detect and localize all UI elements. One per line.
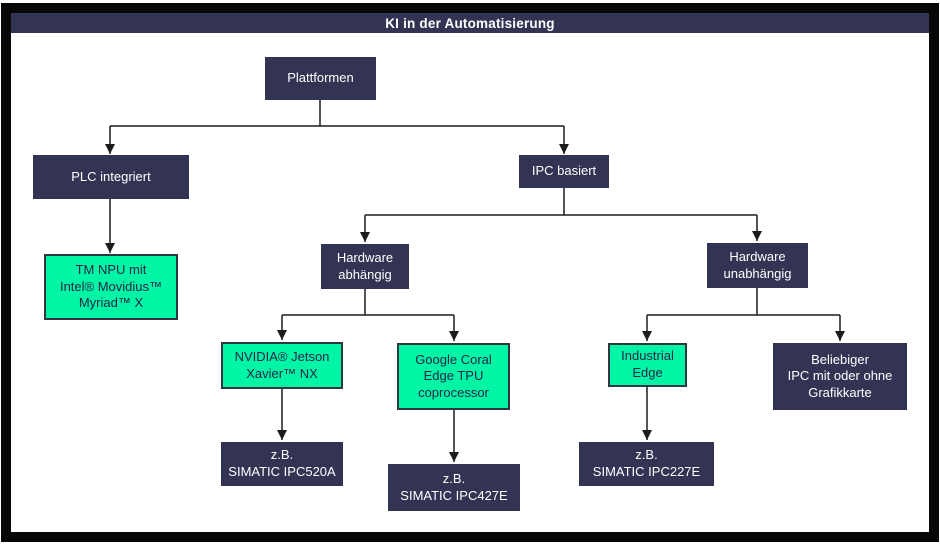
node-industrial-edge: Industrial Edge	[608, 343, 687, 387]
diagram-title-bar: KI in der Automatisierung	[11, 13, 929, 33]
node-nvidia-jetson: NVIDIA® Jetson Xavier™ NX	[221, 342, 343, 389]
node-tm-npu: TM NPU mit Intel® Movidius™ Myriad™ X	[44, 254, 178, 320]
node-hardware-unabhaengig: Hardware unabhängig	[707, 243, 808, 288]
node-simatic-ipc427e: z.B. SIMATIC IPC427E	[388, 464, 520, 511]
node-google-coral: Google Coral Edge TPU coprocessor	[397, 343, 510, 410]
diagram-title: KI in der Automatisierung	[385, 15, 555, 31]
node-hardware-abhaengig: Hardware abhängig	[321, 244, 409, 289]
node-plattformen: Plattformen	[265, 57, 376, 100]
node-plc-integriert: PLC integriert	[33, 155, 189, 199]
node-ipc-basiert: IPC basiert	[519, 155, 609, 188]
node-simatic-ipc227e: z.B. SIMATIC IPC227E	[579, 442, 714, 486]
node-beliebiger-ipc: Beliebiger IPC mit oder ohne Grafikkarte	[773, 343, 907, 410]
node-simatic-ipc520a: z.B. SIMATIC IPC520A	[221, 442, 343, 486]
